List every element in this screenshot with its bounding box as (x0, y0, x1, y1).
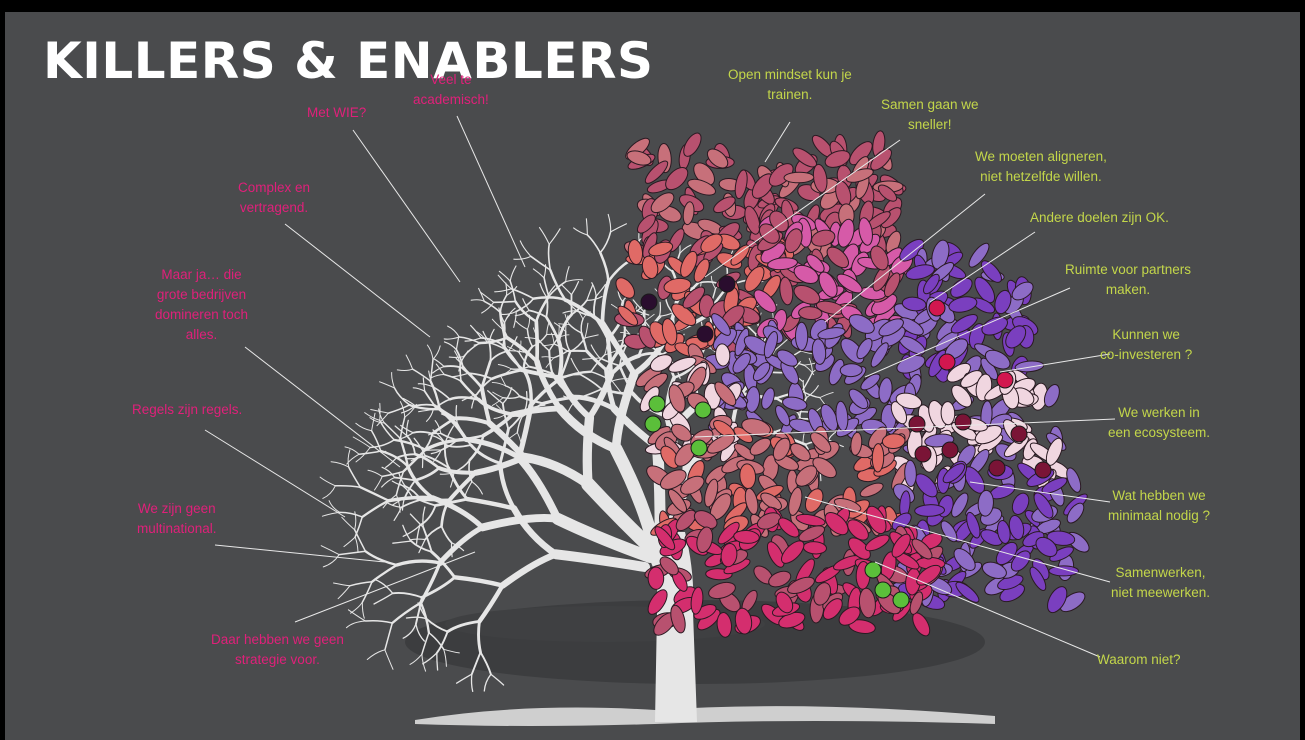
enabler-label-andere-doelen: Andere doelen zijn OK. (1030, 210, 1169, 225)
enabler-label-waarom-niet: Waarom niet? (1097, 652, 1181, 667)
enabler-label-ecosysteem: We werken in een ecosysteem. (1108, 405, 1211, 440)
enabler-label-samenwerken: Samenwerken, niet meewerken. (1111, 565, 1211, 600)
enabler-label-minimaal-nodig: Wat hebben we minimaal nodig ? (1108, 488, 1211, 523)
callout-line (704, 139, 901, 278)
killer-label-multinational: We zijn geen multinational. (137, 501, 217, 536)
callout-line (284, 223, 431, 338)
callout-line (874, 561, 1101, 658)
callout-lines (204, 115, 1116, 658)
slide-title: KILLERS & ENABLERS (43, 32, 654, 90)
callout-line (999, 353, 1111, 373)
enabler-label-ruimte-partners: Ruimte voor partners maken. (1065, 262, 1192, 297)
killer-label-strategie: Daar hebben we geen strategie voor. (211, 632, 344, 667)
callout-line (456, 115, 526, 268)
callout-line (969, 481, 1111, 503)
callout-line (929, 231, 1036, 303)
callout-line (864, 287, 1071, 378)
enabler-label-aligneren: We moeten aligneren, niet hetzelfde will… (975, 149, 1107, 184)
callout-line (764, 121, 791, 163)
tree-illustration (204, 115, 1116, 726)
killer-label-grote-bedrijven: Maar ja… die grote bedrijven domineren t… (155, 267, 249, 342)
slide-canvas: KILLERS & ENABLERS Veel te academisch! M… (5, 12, 1300, 740)
callout-line (204, 429, 346, 518)
enabler-label-open-mindset: Open mindset kun je trainen. (728, 67, 852, 102)
leaf-canopy (614, 130, 1090, 638)
killer-label-regels: Regels zijn regels. (132, 402, 243, 417)
enabler-label-samen-sneller: Samen gaan we sneller! (881, 97, 979, 132)
enabler-label-co-investeren: Kunnen we co-investeren ? (1100, 327, 1193, 362)
callout-line (214, 544, 386, 563)
callout-line (352, 129, 461, 283)
killer-label-met-wie: Met WIE? (307, 105, 367, 120)
callout-line (244, 346, 401, 468)
killer-label-academisch: Veel te academisch! (413, 72, 489, 107)
killer-label-complex: Complex en vertragend. (238, 180, 311, 215)
callout-line (294, 551, 476, 623)
callout-line (804, 496, 1111, 583)
callout-line (694, 418, 1116, 438)
callout-line (824, 193, 986, 323)
